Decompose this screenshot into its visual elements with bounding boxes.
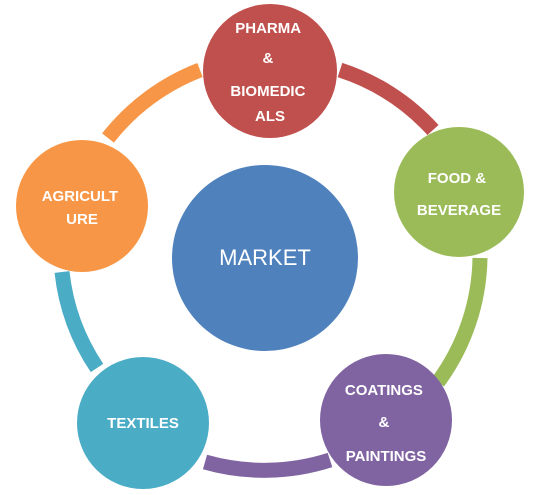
node-textiles-circle [77, 357, 209, 489]
arc-agriculture-to-pharma [102, 63, 203, 143]
center-circle [172, 165, 358, 351]
cycle-arcs [54, 62, 488, 478]
node-food-circle [394, 127, 524, 257]
node-food-line-1: FOOD & [428, 170, 486, 187]
node-coatings-line-1: COATINGS [345, 382, 423, 399]
center-label: MARKET [219, 245, 311, 270]
node-agriculture-circle [16, 140, 148, 272]
arc-coatings-to-textiles [202, 452, 333, 478]
node-food-line-2: BEVERAGE [417, 202, 501, 219]
node-pharma: PHARMA & BIOMEDIC ALS [203, 4, 337, 138]
node-pharma-line-3: BIOMEDIC [230, 83, 305, 100]
node-pharma-label: PHARMA & BIOMEDIC ALS [230, 20, 309, 125]
node-coatings-line-3: PAINTINGS [346, 448, 427, 465]
center-node: MARKET [172, 165, 358, 351]
node-pharma-line-4: ALS [255, 108, 285, 125]
arc-textiles-to-agriculture [54, 271, 104, 373]
node-agriculture: AGRICULT URE [16, 140, 148, 272]
node-coatings: COATINGS & PAINTINGS [320, 354, 452, 486]
node-agriculture-label: AGRICULT URE [42, 188, 123, 228]
node-textiles: TEXTILES [77, 357, 209, 489]
node-agriculture-line-1: AGRICULT [42, 188, 118, 205]
node-agriculture-line-2: URE [66, 211, 98, 228]
node-food: FOOD & BEVERAGE [394, 127, 524, 257]
node-textiles-line-1: TEXTILES [107, 415, 179, 432]
node-coatings-line-2: & [378, 414, 389, 431]
node-pharma-line-2: & [262, 50, 273, 67]
node-pharma-line-1: PHARMA [235, 20, 301, 37]
node-textiles-label: TEXTILES [107, 415, 179, 432]
node-coatings-circle [320, 354, 452, 486]
node-food-label: FOOD & BEVERAGE [417, 170, 501, 219]
arc-food-to-coatings [431, 257, 488, 387]
node-pharma-circle [203, 4, 337, 138]
node-coatings-label: COATINGS & PAINTINGS [345, 382, 427, 465]
arc-pharma-to-food [337, 62, 439, 136]
